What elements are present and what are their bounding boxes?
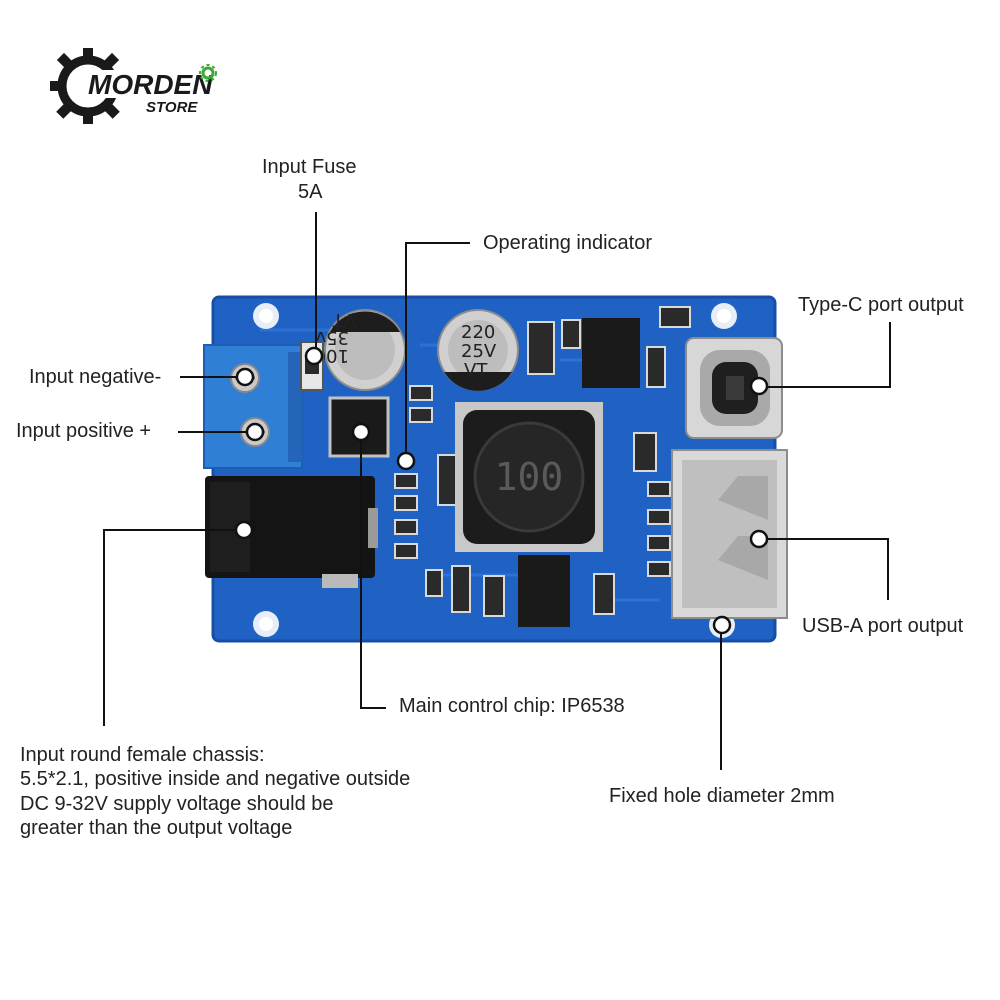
dot-type-c xyxy=(749,376,769,396)
dot-indicator xyxy=(396,451,416,471)
logo-brand-sub: STORE xyxy=(146,99,198,116)
dot-fixed-hole xyxy=(712,615,732,635)
cap-right-marking-2: 25V xyxy=(461,341,497,362)
type-c-port xyxy=(685,337,783,439)
cap-right-marking-3: VT xyxy=(464,360,488,381)
label-fixed-hole-diameter: Fixed hole diameter 2mm xyxy=(609,785,835,807)
label-main-control-chip: Main control chip: IP6538 xyxy=(399,695,625,717)
dot-main-chip xyxy=(351,422,371,442)
label-round-female-line-3: DC 9-32V supply voltage should be xyxy=(20,793,334,815)
smd-components xyxy=(394,306,691,617)
label-input-negative: Input negative- xyxy=(29,366,162,388)
small-gear-icon xyxy=(199,64,217,82)
mosfet-chips xyxy=(518,318,640,627)
label-usb-a-output: USB-A port output xyxy=(802,615,964,637)
dot-fuse xyxy=(304,346,324,366)
mount-hole xyxy=(711,303,737,329)
label-input-positive: Input positive + xyxy=(16,420,152,442)
label-input-fuse-title: Input Fuse xyxy=(262,156,357,178)
dot-round-female xyxy=(234,520,254,540)
dc-barrel-jack xyxy=(205,476,378,588)
screw-terminal xyxy=(203,344,303,469)
main-control-chip xyxy=(328,396,390,458)
cap-right-marking-1: 220 xyxy=(461,322,495,343)
dot-input-positive xyxy=(245,422,265,442)
inductor-marking: 100 xyxy=(495,455,564,499)
label-round-female-line-4: greater than the output voltage xyxy=(20,817,293,839)
label-round-female-line-2: 5.5*2.1, positive inside and negative ou… xyxy=(20,768,411,790)
power-inductor: 100 xyxy=(455,402,603,552)
label-type-c-output: Type-C port output xyxy=(798,294,964,316)
mount-hole xyxy=(253,611,279,637)
dot-usb-a xyxy=(749,529,769,549)
mount-hole xyxy=(253,303,279,329)
label-operating-indicator: Operating indicator xyxy=(483,232,652,254)
leader-lines xyxy=(103,212,891,770)
morden-store-logo: MORDEN STORE xyxy=(50,48,217,124)
capacitor-left: 100 35v VT xyxy=(315,309,406,391)
logo-brand-main: MORDEN xyxy=(88,69,213,100)
usb-a-port xyxy=(671,449,788,619)
capacitor-right: 220 25V VT xyxy=(437,309,519,391)
dot-input-negative xyxy=(235,367,255,387)
label-round-female-line-1: Input round female chassis: xyxy=(20,744,265,766)
callout-dots xyxy=(234,346,769,635)
cap-left-marking-3: VT xyxy=(332,309,356,330)
label-input-fuse-rating: 5A xyxy=(298,181,323,203)
